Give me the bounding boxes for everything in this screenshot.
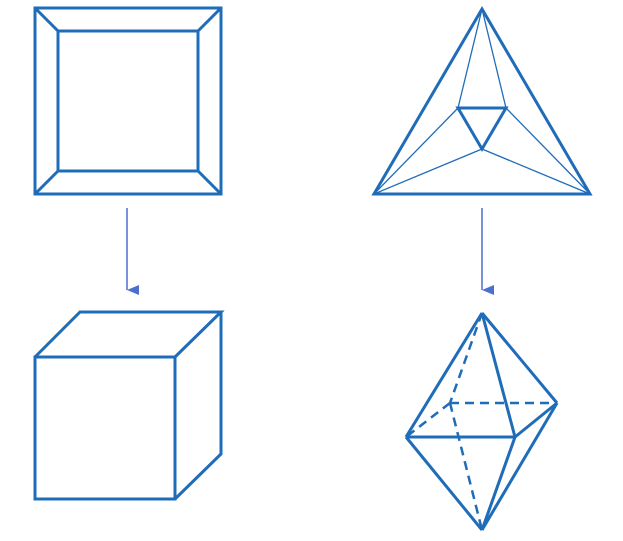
hidden-edge-back-left <box>405 402 451 438</box>
connector-apex-right <box>481 8 507 109</box>
edge-bottom-left <box>404 436 484 531</box>
connector-apex-left <box>457 8 483 109</box>
bipyramid-figure <box>404 312 559 531</box>
edge-front-right <box>514 401 558 439</box>
bipyramid-visible-edges <box>404 312 559 531</box>
hidden-edge-top-back <box>448 312 484 404</box>
inner-triangle <box>455 106 509 152</box>
corner-edge-bottom-left <box>33 169 60 196</box>
cube-right-face <box>173 312 223 501</box>
corner-edge-bottom-right <box>196 169 223 196</box>
connector-left-inner-bottom <box>373 148 483 195</box>
connector-lines <box>373 8 591 195</box>
edge-top-front <box>480 312 517 438</box>
cube-front-face <box>33 355 177 501</box>
edge-bottom-front <box>480 436 517 531</box>
corner-edge-top-left <box>33 6 60 33</box>
edge-top-right <box>480 312 559 404</box>
outer-triangle <box>371 6 593 196</box>
edge-top-left <box>404 312 484 438</box>
corner-edge-top-right <box>196 6 223 33</box>
inner-square <box>56 29 200 173</box>
arrows-group <box>126 208 494 295</box>
connector-right-inner-bottom <box>481 148 591 195</box>
bipyramid-hidden-edges <box>405 312 557 531</box>
outer-square <box>33 6 223 196</box>
cube-top-face <box>33 310 225 359</box>
square-frame-figure <box>33 6 223 196</box>
connector-right-inner-right <box>505 107 591 195</box>
hidden-edge-bottom-back <box>448 402 484 531</box>
connector-left-inner-left <box>373 107 459 195</box>
edge-bottom-right <box>480 402 559 531</box>
triangle-net-figure <box>371 6 593 196</box>
cube-figure <box>33 310 225 501</box>
